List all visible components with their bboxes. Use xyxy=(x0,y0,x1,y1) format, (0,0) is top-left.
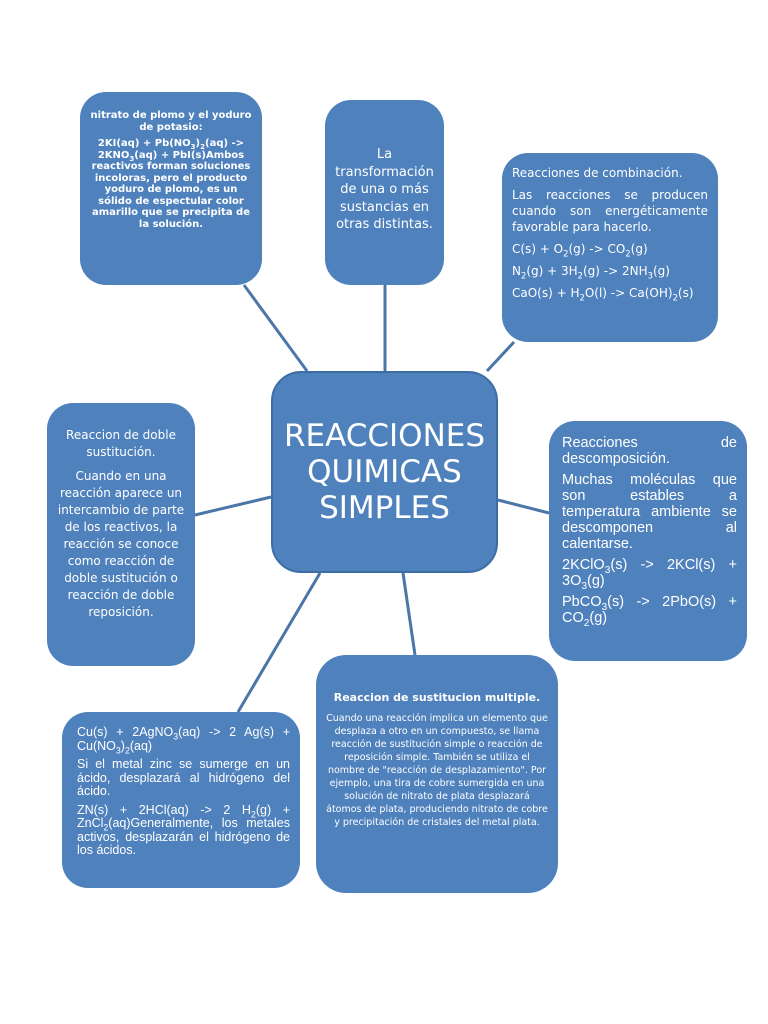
combination-equation-1: C(s) + O2(g) -> CO2(g) xyxy=(512,242,648,259)
connector-multiple xyxy=(401,572,417,656)
combination-equation-2: N2(g) + 3H2(g) -> 2NH3(g) xyxy=(512,264,670,281)
decomposition-description: Muchas moléculas que son estables a temp… xyxy=(562,472,737,552)
connector-double xyxy=(194,495,272,517)
central-title-line3: SIMPLES xyxy=(319,490,450,526)
combination-description: Las reacciones se producen cuando son en… xyxy=(512,188,708,234)
node-multiple-substitution: Reaccion de sustitucion multiple. Cuando… xyxy=(316,655,558,893)
single-equation-1: Cu(s) + 2AgNO3(aq) -> 2 Ag(s) + Cu(NO3)2… xyxy=(77,725,290,755)
central-title-line2: QUIMICAS xyxy=(307,454,462,490)
central-node: REACCIONES QUIMICAS SIMPLES xyxy=(271,371,498,573)
precipitation-intro: nitrato de plomo y el yoduro de potasio: xyxy=(90,110,252,133)
node-single-substitution: Cu(s) + 2AgNO3(aq) -> 2 Ag(s) + Cu(NO3)2… xyxy=(62,712,300,888)
node-definition: La transformación de una o más sustancia… xyxy=(325,100,444,285)
decomposition-title: Reacciones de descomposición. xyxy=(562,435,737,467)
single-equation-2: ZN(s) + 2HCl(aq) -> 2 H2(g) + ZnCl2(aq)G… xyxy=(77,802,290,857)
combination-equation-3: CaO(s) + H2O(l) -> Ca(OH)2(s) xyxy=(512,286,694,303)
double-title: Reaccion de doble sustitución. xyxy=(66,428,176,459)
central-title-line1: REACCIONES xyxy=(283,418,486,454)
precipitation-equation: 2KI(aq) + Pb(NO3)2(aq) -> 2KNO3(aq) + Pb… xyxy=(91,138,251,230)
connector-precipitation xyxy=(242,284,309,372)
definition-text: La transformación de una o más sustancia… xyxy=(335,147,434,232)
combination-title: Reacciones de combinación. xyxy=(512,166,683,180)
connector-decomposition xyxy=(497,498,550,515)
node-combination: Reacciones de combinación. Las reaccione… xyxy=(502,153,718,342)
decomposition-equation-1: 2KClO3(s) -> 2KCl(s) + 3O3(g) xyxy=(562,557,737,592)
double-description: Cuando en una reacción aparece un interc… xyxy=(57,469,185,619)
multiple-title: Reaccion de sustitucion multiple. xyxy=(333,691,541,704)
connector-combination xyxy=(485,340,516,373)
node-precipitation: nitrato de plomo y el yoduro de potasio:… xyxy=(80,92,262,285)
single-description: Si el metal zinc se sumerge en un ácido,… xyxy=(77,757,290,798)
node-decomposition: Reacciones de descomposición. Muchas mol… xyxy=(549,421,747,661)
node-double-substitution: Reaccion de doble sustitución. Cuando en… xyxy=(47,403,195,666)
connector-single xyxy=(236,572,322,713)
multiple-description: Cuando una reacción implica un elemento … xyxy=(326,713,548,828)
decomposition-equation-2: PbCO3(s) -> 2PbO(s) + CO2(g) xyxy=(562,594,737,629)
